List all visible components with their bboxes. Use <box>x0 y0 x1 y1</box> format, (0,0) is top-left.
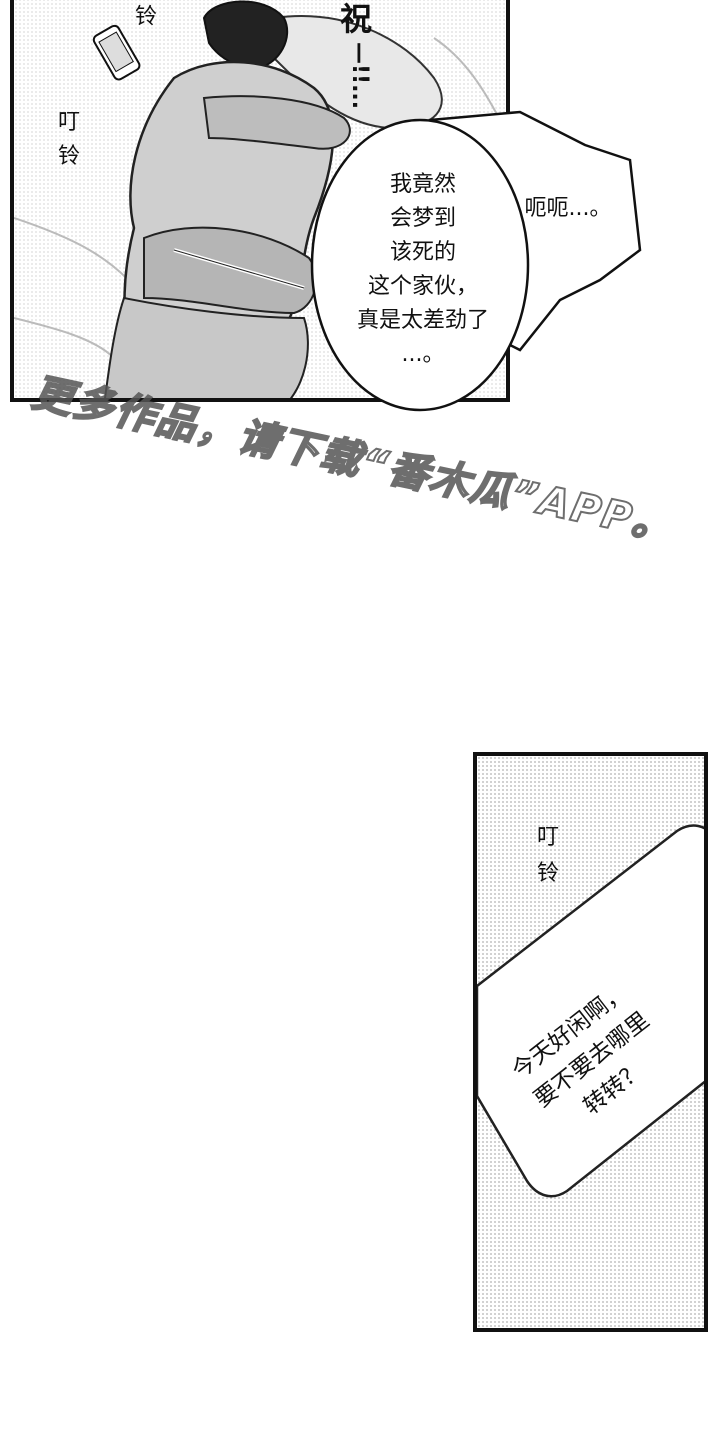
speech-groan: 呃呃...。 <box>524 196 612 221</box>
speech-bubbles <box>310 110 642 412</box>
manga-panel-bottom: 叮 铃 今天好闲啊， 要不要去哪里 转转？ <box>473 752 708 1332</box>
phone-screen-illustration <box>477 824 704 1198</box>
sfx-big: 祝 <box>335 2 373 38</box>
sfx-big-tail: —!!... <box>347 42 372 110</box>
sfx-char: 叮 <box>57 110 80 135</box>
sfx-char: 叮 <box>536 825 559 850</box>
speech-main: 我竟然 会梦到 该死的 这个家伙， 真是太差劲了 ...。 <box>356 172 489 367</box>
sfx-ding-ling: 叮 铃 <box>533 820 563 892</box>
sfx-char: 铃 <box>57 144 80 169</box>
phone-icon <box>92 24 141 81</box>
sfx-ring: 铃 <box>131 4 156 30</box>
sleeping-character-illustration <box>14 0 505 398</box>
manga-panel-top: 铃 叮 铃 祝 —!!... <box>10 0 510 402</box>
sfx-char: 铃 <box>536 861 559 886</box>
sfx-ding-ling-left: 叮 铃 <box>54 106 84 174</box>
